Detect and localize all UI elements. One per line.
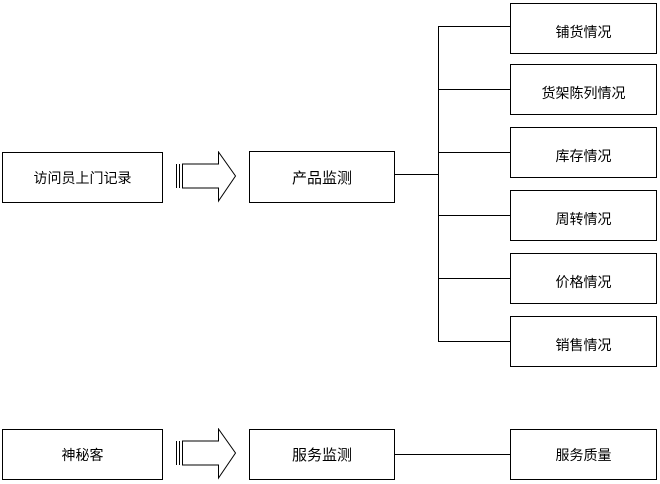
connector-monitor-to-bracket — [395, 174, 439, 175]
monitor-label-service: 服务监测 — [291, 446, 352, 464]
branch-connector — [438, 215, 511, 216]
branch-connector — [438, 26, 511, 27]
branch-connector — [438, 341, 511, 342]
branch-connector — [438, 89, 511, 90]
source-box-visit-records: 访问员上门记录 — [2, 152, 163, 203]
item-label-turnover: 周转情况 — [555, 211, 612, 228]
item-label-shelf-display: 货架陈列情况 — [541, 85, 626, 102]
branch-connector — [438, 152, 511, 153]
item-label-sales: 销售情况 — [555, 337, 612, 354]
item-label-price: 价格情况 — [555, 274, 612, 291]
monitor-box-service: 服务监测 — [249, 429, 395, 480]
item-label-service-quality: 服务质量 — [555, 447, 612, 464]
item-box-distribution: 铺货情况 — [510, 3, 657, 54]
item-box-shelf-display: 货架陈列情况 — [510, 64, 657, 115]
bracket-vertical-line — [438, 26, 439, 342]
item-label-distribution: 铺货情况 — [555, 24, 612, 41]
item-box-price: 价格情况 — [510, 253, 657, 304]
monitor-box-product: 产品监测 — [249, 151, 395, 203]
source-box-mystery-shopper: 神秘客 — [2, 429, 163, 480]
block-arrow-right-icon — [176, 151, 237, 203]
item-label-inventory: 库存情况 — [555, 148, 612, 165]
block-arrow-right-icon — [176, 428, 237, 480]
source-label-mystery-shopper: 神秘客 — [61, 447, 104, 464]
item-box-service-quality: 服务质量 — [510, 429, 657, 480]
monitor-label-product: 产品监测 — [291, 168, 352, 187]
item-box-turnover: 周转情况 — [510, 190, 657, 241]
branch-connector — [438, 278, 511, 279]
item-box-inventory: 库存情况 — [510, 127, 657, 178]
item-box-sales: 销售情况 — [510, 316, 657, 367]
source-label-visit-records: 访问员上门记录 — [33, 170, 132, 187]
connector-monitor-to-item — [395, 454, 511, 455]
